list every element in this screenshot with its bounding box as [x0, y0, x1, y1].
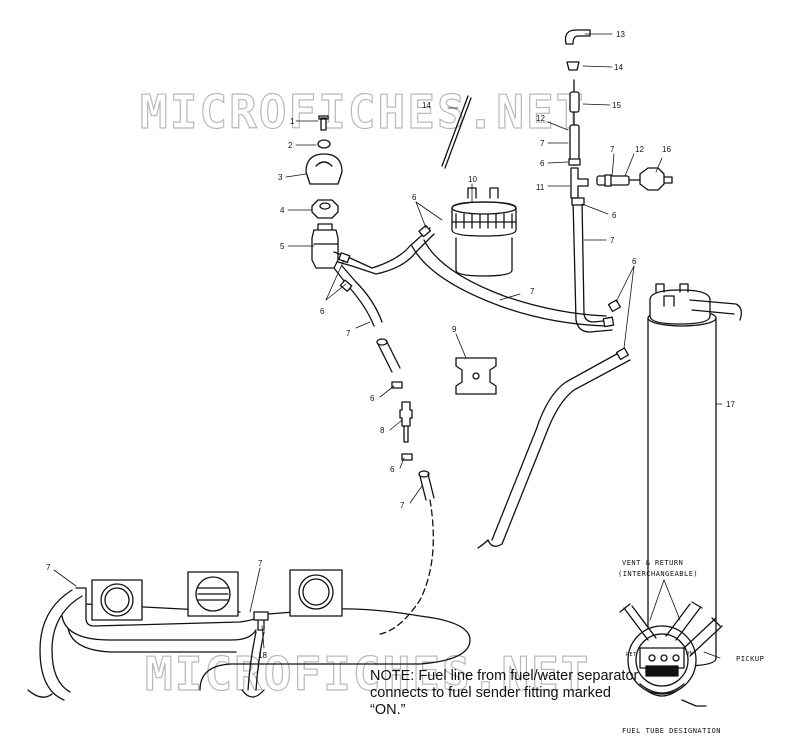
bracket-9	[455, 357, 497, 395]
hose-7-long	[491, 349, 631, 545]
label-4: 4	[280, 206, 285, 215]
label-1: 1	[290, 117, 295, 126]
label-9: 9	[452, 325, 457, 334]
clamp-14	[566, 61, 580, 71]
label-13: 13	[616, 30, 625, 39]
tee-fitting-11	[570, 167, 589, 199]
label-6-separator: 6	[412, 193, 417, 202]
clamp-6-top	[568, 158, 581, 166]
label-6-top: 6	[540, 159, 545, 168]
label-6-lower-a: 6	[370, 394, 375, 403]
label-15: 15	[612, 101, 621, 110]
label-5: 5	[280, 242, 285, 251]
label-7-right: 7	[610, 145, 615, 154]
hose-7-main	[411, 239, 607, 327]
label-14-rod: 14	[422, 101, 431, 110]
connector-8	[399, 401, 413, 443]
rod-14	[441, 95, 472, 169]
label-17: 17	[726, 400, 735, 409]
label-7-engine-mid: 7	[258, 559, 263, 568]
label-11: 11	[536, 183, 545, 192]
inset-interchangeable-label: (INTERCHANGEABLE)	[618, 570, 698, 578]
bracket-3	[305, 153, 343, 185]
label-7-lower: 7	[400, 501, 405, 510]
fitting-15	[569, 91, 580, 113]
hose-7-left	[333, 227, 435, 275]
label-18: 18	[258, 651, 267, 660]
label-3: 3	[278, 173, 283, 182]
inset-vent-return-label: VENT & RETURN	[622, 559, 683, 567]
label-2: 2	[288, 141, 293, 150]
label-16: 16	[662, 145, 671, 154]
label-6-filter: 6	[320, 307, 325, 316]
filter-5	[311, 223, 339, 269]
fitting-16	[639, 167, 673, 191]
screw-1	[318, 115, 329, 131]
hose-7-vertical	[572, 199, 613, 333]
label-6-lower-b: 6	[390, 465, 395, 474]
label-12-vertical: 12	[536, 114, 545, 123]
label-7-main: 7	[530, 287, 535, 296]
label-8: 8	[380, 426, 385, 435]
inset-pickup-label: PICKUP	[736, 655, 764, 663]
engine-hose-loop	[39, 589, 83, 701]
hose-7-piece	[377, 339, 401, 373]
watermark-bottom: MICROFICHES.NET	[145, 647, 590, 701]
label-10: 10	[468, 175, 477, 184]
label-7-left: 7	[346, 329, 351, 338]
label-6-tank: 6	[632, 257, 637, 266]
label-7-engine-left: 7	[46, 563, 51, 572]
separator-10	[451, 201, 517, 277]
inset-designation-label: FUEL TUBE DESIGNATION	[622, 727, 721, 735]
hose-7-lower	[419, 473, 435, 501]
inset-ret-label: RET	[626, 652, 637, 658]
hose-7-down-left	[333, 265, 383, 327]
label-12-horizontal: 12	[635, 145, 644, 154]
inset-on-label: ON	[686, 651, 693, 657]
fitting-18	[253, 611, 269, 631]
watermark-top: MICROFICHES.NET	[140, 85, 585, 139]
clamp-6-b	[401, 453, 413, 461]
tube-12-horizontal	[596, 175, 630, 186]
hose-elbow-13	[564, 29, 591, 45]
fuel-line-note: NOTE: Fuel line from fuel/water separato…	[370, 668, 639, 718]
clamp-6-a	[391, 381, 403, 389]
washer-2	[317, 139, 331, 149]
label-6-right: 6	[612, 211, 617, 220]
label-7-top: 7	[540, 139, 545, 148]
label-7-vertical: 7	[610, 236, 615, 245]
label-14-clamp: 14	[614, 63, 623, 72]
